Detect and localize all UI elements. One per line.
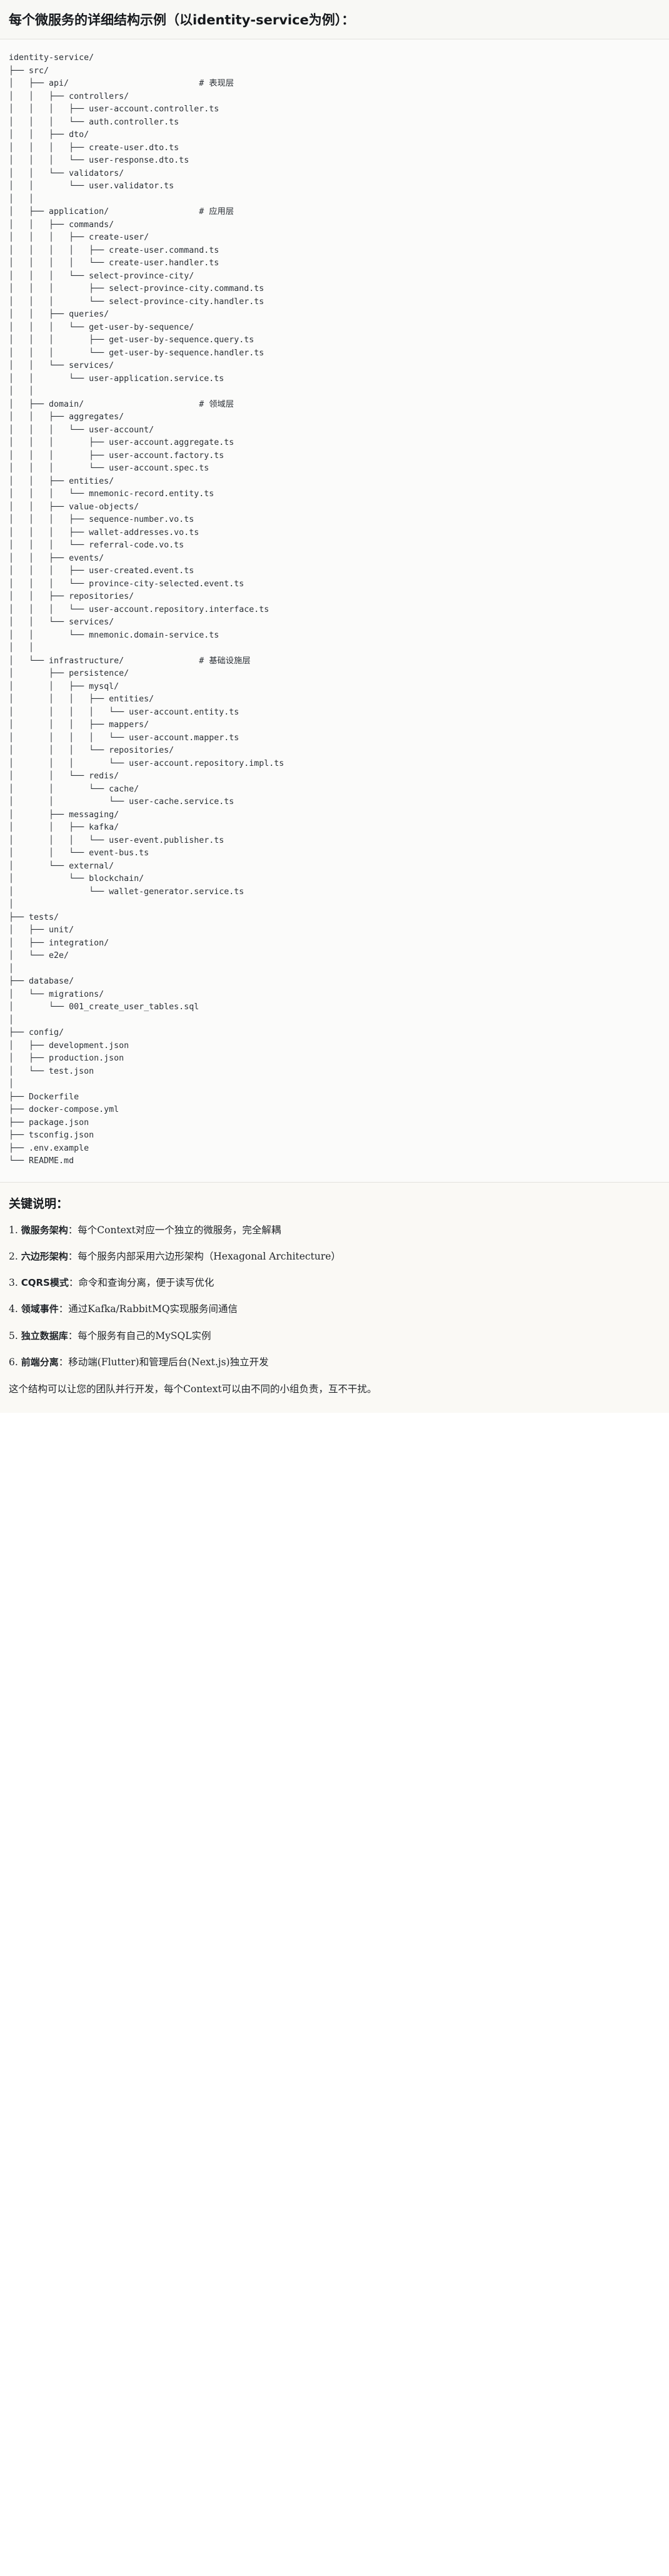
key-note-term: 领域事件 bbox=[21, 1303, 59, 1315]
key-note-term: 六边形架构 bbox=[21, 1250, 68, 1262]
key-note-description: 每个Context对应一个独立的微服务，完全解耦 bbox=[78, 1224, 281, 1236]
key-note-term: 独立数据库 bbox=[21, 1330, 68, 1341]
key-note-item: 六边形架构：每个服务内部采用六边形架构（Hexagonal Architectu… bbox=[9, 1250, 660, 1264]
key-note-separator: ： bbox=[68, 1250, 78, 1262]
directory-tree: identity-service/ ├── src/ │ ├── api/ # … bbox=[9, 53, 284, 1166]
key-notes-heading: 关键说明： bbox=[9, 1196, 69, 1211]
key-note-separator: ： bbox=[68, 1330, 78, 1341]
key-note-item: 微服务架构：每个Context对应一个独立的微服务，完全解耦 bbox=[9, 1223, 660, 1238]
key-note-description: 每个服务有自己的MySQL实例 bbox=[78, 1330, 211, 1341]
key-note-description: 移动端(Flutter)和管理后台(Next.js)独立开发 bbox=[68, 1356, 269, 1368]
key-note-separator: ： bbox=[68, 1277, 79, 1289]
key-note-separator: ： bbox=[58, 1303, 69, 1315]
closing-paragraph: 这个结构可以让您的团队并行开发，每个Context可以由不同的小组负责，互不干扰… bbox=[9, 1383, 377, 1395]
key-note-item: 领域事件：通过Kafka/RabbitMQ实现服务间通信 bbox=[9, 1302, 660, 1316]
key-note-term: 微服务架构 bbox=[21, 1224, 68, 1236]
key-notes-list: 微服务架构：每个Context对应一个独立的微服务，完全解耦六边形架构：每个服务… bbox=[9, 1223, 660, 1370]
key-note-description: 每个服务内部采用六边形架构（Hexagonal Architecture） bbox=[78, 1250, 341, 1262]
key-note-item: 独立数据库：每个服务有自己的MySQL实例 bbox=[9, 1329, 660, 1343]
key-notes-section: 关键说明： 微服务架构：每个Context对应一个独立的微服务，完全解耦六边形架… bbox=[0, 1182, 669, 1413]
key-note-separator: ： bbox=[68, 1224, 78, 1236]
page-title: 每个微服务的详细结构示例（以identity-service为例）： bbox=[9, 13, 355, 28]
directory-tree-block: identity-service/ ├── src/ │ ├── api/ # … bbox=[0, 39, 669, 1183]
key-note-item: CQRS模式：命令和查询分离，便于读写优化 bbox=[9, 1276, 660, 1290]
key-note-item: 前端分离：移动端(Flutter)和管理后台(Next.js)独立开发 bbox=[9, 1355, 660, 1370]
key-note-term: CQRS模式 bbox=[21, 1277, 69, 1289]
title-band: 每个微服务的详细结构示例（以identity-service为例）： bbox=[0, 0, 669, 40]
key-note-description: 通过Kafka/RabbitMQ实现服务间通信 bbox=[68, 1303, 238, 1315]
key-note-term: 前端分离 bbox=[21, 1356, 59, 1368]
key-note-description: 命令和查询分离，便于读写优化 bbox=[78, 1277, 214, 1289]
key-note-separator: ： bbox=[58, 1356, 69, 1368]
page-root: 每个微服务的详细结构示例（以identity-service为例）： ident… bbox=[0, 0, 669, 1413]
